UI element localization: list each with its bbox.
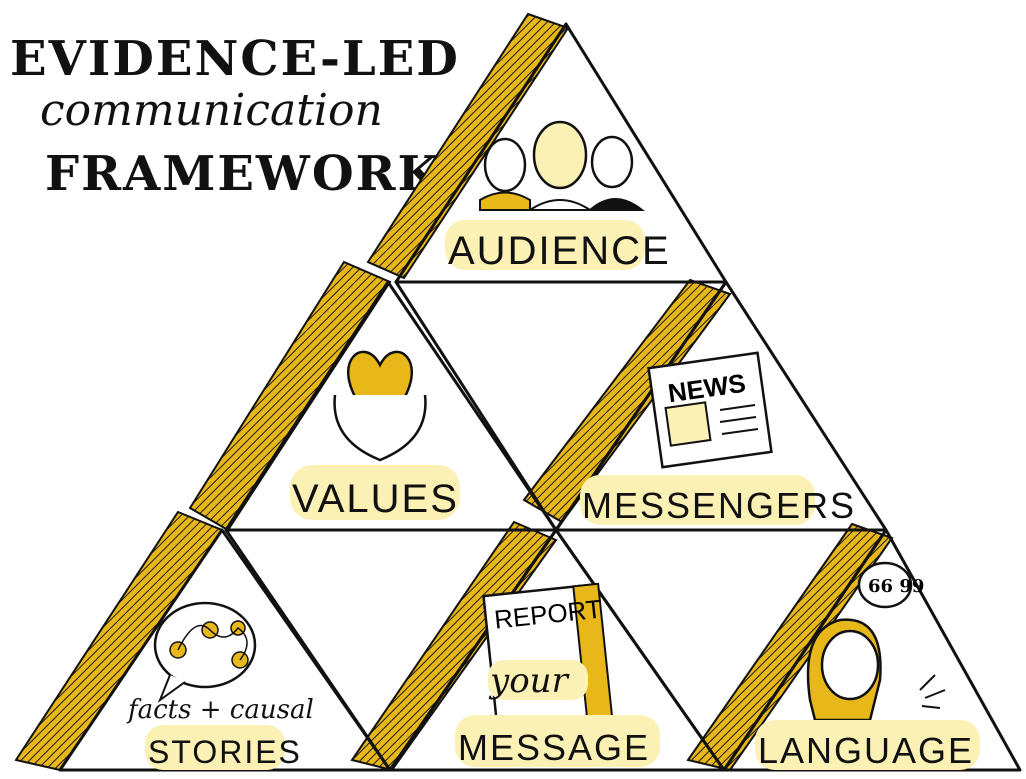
report-icon: REPORT [482,582,614,727]
audience-label: AUDIENCE [448,229,671,273]
title-block: EVIDENCE-LED communication FRAMEWORK [10,31,460,202]
audience-section: AUDIENCE [445,120,671,273]
stories-label: STORIES [148,734,302,770]
title-line-1: EVIDENCE-LED [10,31,460,87]
newspaper-icon: NEWS [647,351,773,469]
people-icon [479,120,645,211]
language-highlight [755,720,980,770]
band-top [366,12,570,280]
gold-bands [14,12,894,772]
messengers-section: NEWS MESSENGERS [580,351,856,526]
story-flow-icon [153,601,257,703]
speaking-person-icon: 66 99 [806,561,946,722]
audience-highlight [445,220,645,270]
language-label: LANGUAGE [758,730,974,771]
values-section: VALUES [290,350,460,521]
stories-top-label: facts + causal [126,695,314,725]
message-highlight [455,715,660,767]
values-label: VALUES [292,477,459,521]
heart-in-hands-icon [333,350,427,462]
quote-mark: 66 99 [868,576,924,597]
language-section: 66 99 LANGUAGE [755,561,980,771]
title-line-3: FRAMEWORK [45,146,442,202]
stories-section: facts + causal STORIES [126,601,314,770]
triangle-message [388,528,726,772]
message-your-highlight [488,660,588,700]
values-highlight [290,465,460,520]
title-line-2: communication [40,85,383,136]
stories-highlight [145,725,285,770]
message-section: REPORT your MESSAGE [455,582,660,768]
triangle-outlines [58,22,1022,772]
message-label: MESSAGE [458,727,650,768]
messengers-highlight [580,475,815,525]
messengers-label: MESSENGERS [582,485,856,526]
message-your-label: your [488,661,570,701]
